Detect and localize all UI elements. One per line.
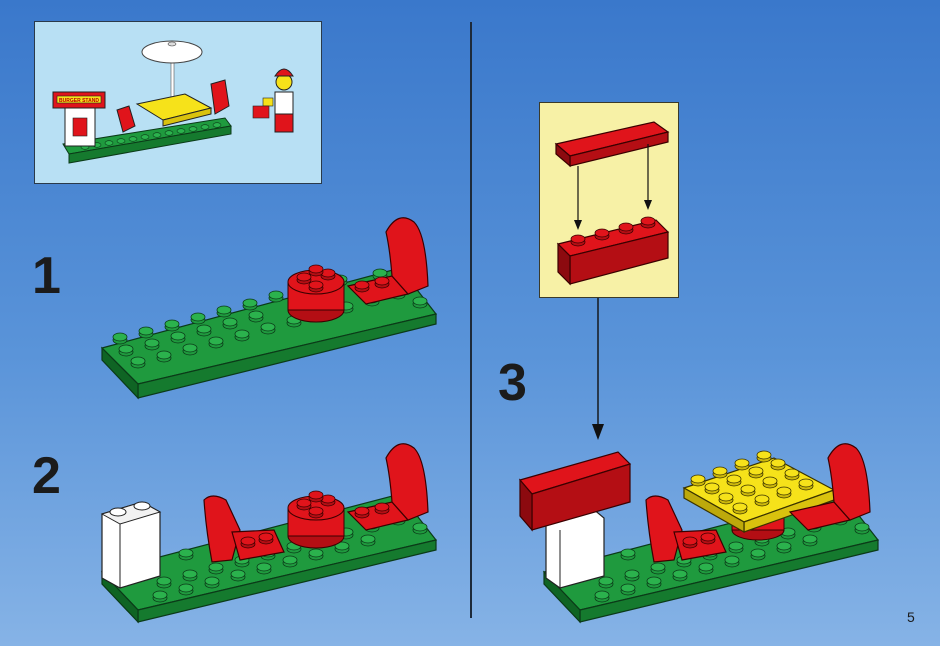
step-number-1: 1 — [32, 247, 61, 305]
preview-sign-text: BURGER STAND — [59, 98, 99, 104]
step-number-2: 2 — [32, 447, 61, 505]
page-number: 5 — [907, 609, 915, 625]
finished-model-preview: BURGER STAND — [34, 21, 322, 184]
preview-illustration: BURGER STAND — [52, 40, 294, 164]
step-1-illustration — [100, 217, 438, 400]
column-divider — [470, 22, 472, 618]
step-number-3: 3 — [498, 354, 527, 412]
step-3-illustration — [518, 443, 880, 624]
step-2-illustration — [100, 443, 438, 624]
step-3-callout-illustration — [554, 121, 670, 286]
